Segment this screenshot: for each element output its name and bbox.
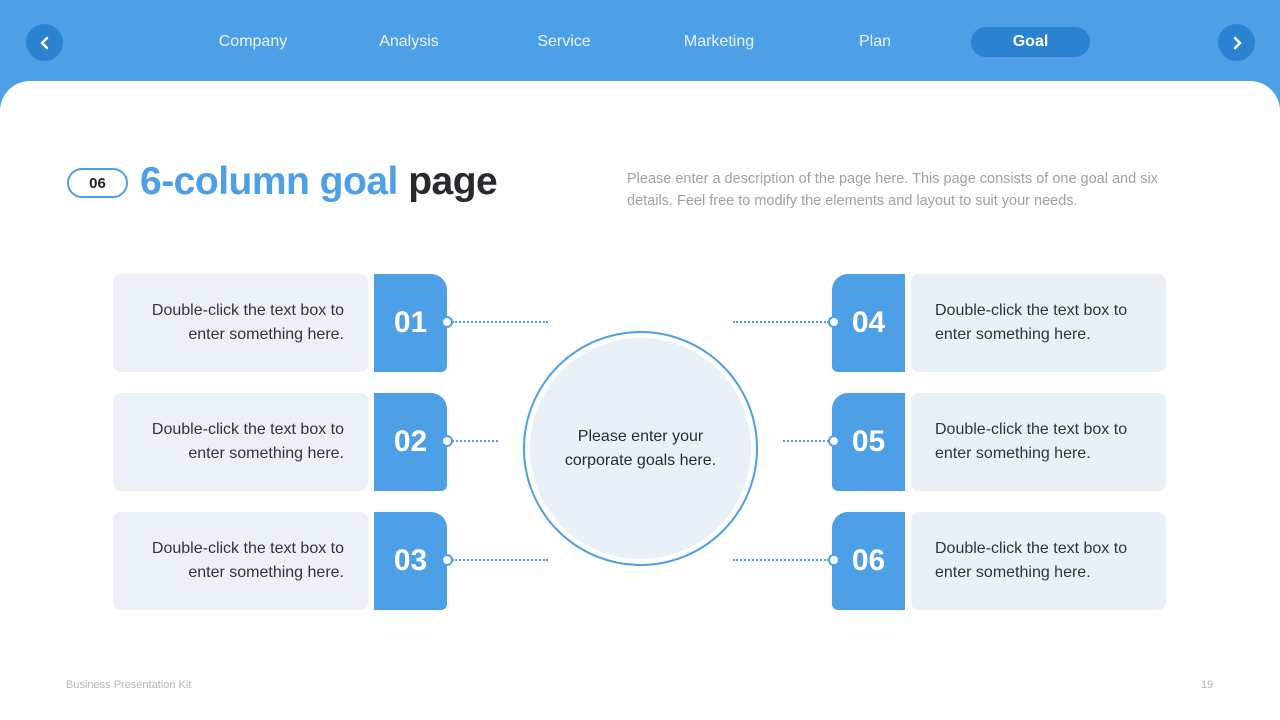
connector-line-06	[733, 559, 829, 561]
page-title: 6-column goal page	[140, 160, 498, 204]
detail-text: Double-click the text box to enter somet…	[935, 302, 1128, 343]
connector-dot-05	[828, 435, 840, 447]
detail-number-badge-01: 01	[374, 274, 447, 372]
tab-marketing[interactable]: Marketing	[683, 33, 755, 50]
detail-card-01[interactable]: Double-click the text box to enter somet…	[113, 274, 368, 372]
detail-card-06[interactable]: Double-click the text box to enter somet…	[911, 512, 1166, 610]
goal-circle[interactable]: Please enter your corporate goals here.	[530, 338, 751, 559]
detail-number-badge-05: 05	[832, 393, 905, 491]
connector-line-03	[452, 559, 548, 561]
detail-text: Double-click the text box to enter somet…	[151, 302, 344, 343]
chevron-right-icon	[1233, 36, 1241, 49]
connector-dot-03	[441, 554, 453, 566]
previous-page-button[interactable]	[26, 24, 63, 61]
detail-number-badge-06: 06	[832, 512, 905, 610]
detail-text: Double-click the text box to enter somet…	[935, 540, 1128, 581]
connector-line-02	[452, 440, 498, 442]
detail-card-02[interactable]: Double-click the text box to enter somet…	[113, 393, 368, 491]
section-number-badge: 06	[67, 168, 128, 198]
detail-number-badge-04: 04	[832, 274, 905, 372]
top-navigation-bar: Company Analysis Service Marketing Plan …	[0, 0, 1280, 90]
page-number: 19	[1201, 679, 1214, 691]
footer-brand: Business Presentation Kit	[66, 679, 192, 691]
tab-goal[interactable]: Goal	[971, 27, 1090, 57]
detail-text: Double-click the text box to enter somet…	[151, 540, 344, 581]
detail-text: Double-click the text box to enter somet…	[151, 421, 344, 462]
goal-text: Please enter your corporate goals here.	[564, 427, 717, 469]
detail-number-badge-02: 02	[374, 393, 447, 491]
page-description: Please enter a description of the page h…	[627, 171, 1158, 209]
connector-line-04	[733, 321, 829, 323]
tab-company[interactable]: Company	[218, 33, 288, 50]
connector-line-01	[452, 321, 548, 323]
tab-service[interactable]: Service	[537, 33, 591, 50]
connector-dot-06	[828, 554, 840, 566]
page-title-highlight: 6-column goal	[140, 160, 398, 203]
page-title-rest: page	[408, 160, 498, 203]
connector-dot-04	[828, 316, 840, 328]
detail-number-badge-03: 03	[374, 512, 447, 610]
detail-text: Double-click the text box to enter somet…	[935, 421, 1128, 462]
connector-dot-02	[441, 435, 453, 447]
detail-card-04[interactable]: Double-click the text box to enter somet…	[911, 274, 1166, 372]
detail-card-05[interactable]: Double-click the text box to enter somet…	[911, 393, 1166, 491]
connector-dot-01	[441, 316, 453, 328]
chevron-left-icon	[40, 36, 48, 49]
next-page-button[interactable]	[1218, 24, 1255, 61]
tab-analysis[interactable]: Analysis	[379, 33, 439, 50]
connector-line-05	[783, 440, 829, 442]
tab-plan[interactable]: Plan	[858, 33, 892, 50]
detail-card-03[interactable]: Double-click the text box to enter somet…	[113, 512, 368, 610]
